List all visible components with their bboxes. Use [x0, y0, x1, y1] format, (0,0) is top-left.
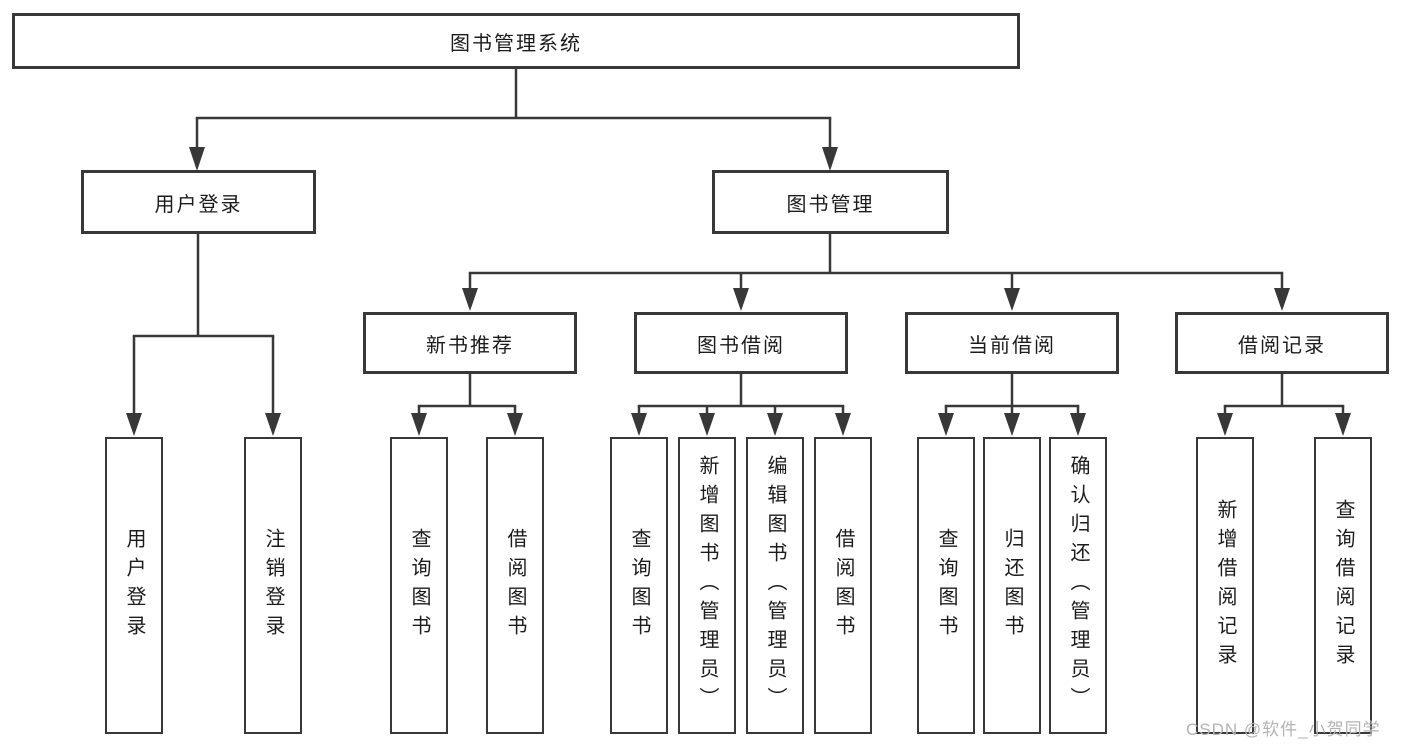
node-label: 借阅记录: [1238, 334, 1326, 357]
leaf-label: 查询图书: [628, 527, 650, 644]
node-label: 当前借阅: [968, 334, 1056, 357]
leaf-query-books: 查询图书: [390, 437, 448, 734]
csdn-watermark: CSDN @软件_小贺同学: [1186, 720, 1381, 739]
node-book-borrowing: 图书借阅: [634, 312, 848, 374]
node-borrowing-records: 借阅记录: [1175, 312, 1389, 374]
connector-new-book-to-leaves: [417, 374, 517, 416]
node-book-management: 图书管理: [712, 170, 949, 234]
leaf-logout: 注销登录: [244, 437, 302, 734]
node-library-management-system: 图书管理系统: [12, 13, 1020, 69]
leaf-label: 用户登录: [123, 527, 145, 644]
leaf-user-login: 用户登录: [105, 437, 163, 734]
leaf-label: 编辑图书（管理员）: [764, 455, 786, 716]
leaf-label: 注销登录: [262, 527, 284, 644]
connector-book-borrow-to-leaves: [637, 374, 845, 416]
connector-book-mgmt-to-level3: [468, 234, 1284, 292]
connector-borrow-record-to-leaves: [1223, 374, 1345, 416]
leaf-return-books: 归还图书: [983, 437, 1041, 734]
node-label: 用户登录: [154, 193, 243, 216]
leaf-query-books: 查询图书: [917, 437, 975, 734]
leaf-query-books: 查询图书: [610, 437, 668, 734]
node-user-login: 用户登录: [81, 170, 316, 234]
leaf-label: 查询图书: [408, 527, 430, 644]
node-label: 图书管理: [786, 193, 875, 216]
connector-user-login-to-leaves: [132, 234, 275, 416]
leaf-confirm-return-admin: 确认归还（管理员）: [1049, 437, 1107, 734]
node-current-borrowing: 当前借阅: [905, 312, 1119, 374]
connector-current-borrow-to-leaves: [944, 374, 1080, 416]
node-new-book-recommend: 新书推荐: [363, 312, 577, 374]
leaf-label: 查询图书: [935, 527, 957, 644]
node-label: 新书推荐: [426, 334, 514, 357]
leaf-label: 归还图书: [1001, 527, 1023, 644]
leaf-label: 新增借阅记录: [1214, 498, 1236, 673]
leaf-query-borrow-record: 查询借阅记录: [1314, 437, 1372, 734]
leaf-borrow-books: 借阅图书: [486, 437, 544, 734]
connector-root-to-level2: [195, 69, 832, 150]
leaf-label: 新增图书（管理员）: [696, 455, 718, 716]
leaf-label: 借阅图书: [504, 527, 526, 644]
leaf-label: 查询借阅记录: [1332, 498, 1354, 673]
node-label: 图书借阅: [697, 334, 785, 357]
leaf-label: 确认归还（管理员）: [1067, 455, 1089, 716]
leaf-edit-books-admin: 编辑图书（管理员）: [746, 437, 804, 734]
leaf-add-borrow-record: 新增借阅记录: [1196, 437, 1254, 734]
leaf-borrow-books: 借阅图书: [814, 437, 872, 734]
leaf-add-books-admin: 新增图书（管理员）: [678, 437, 736, 734]
leaf-label: 借阅图书: [832, 527, 854, 644]
node-label: 图书管理系统: [450, 32, 582, 55]
